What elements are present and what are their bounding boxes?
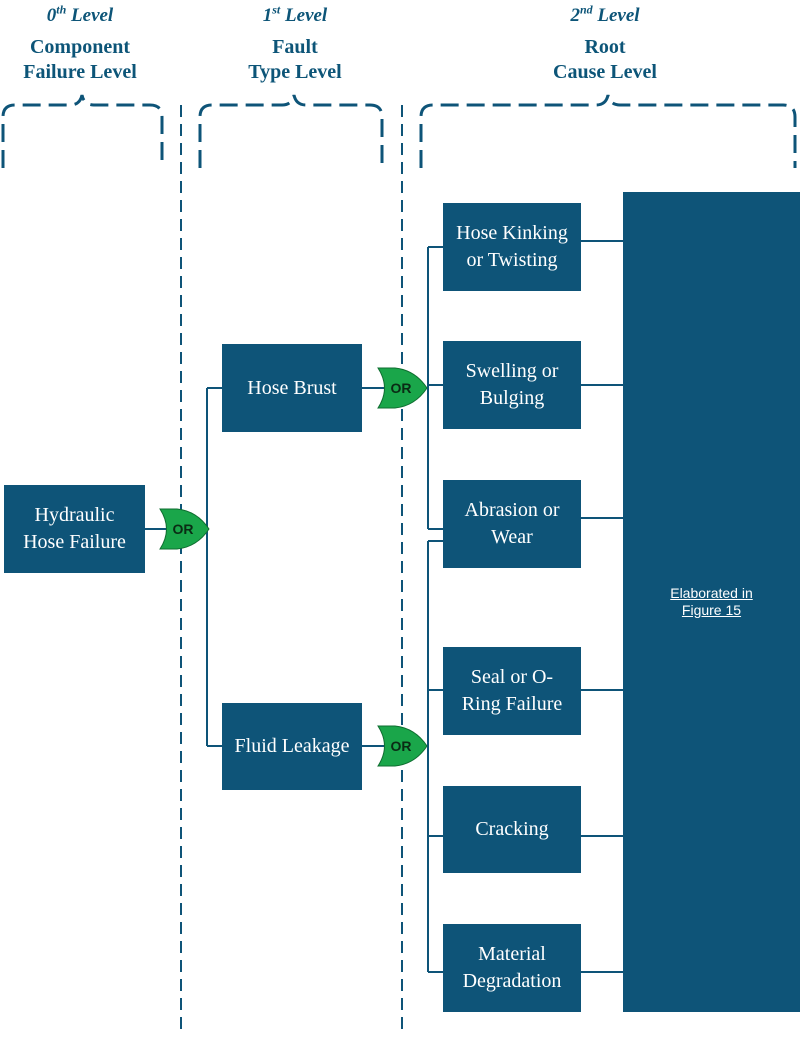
root-cause-box: Cracking <box>443 786 581 873</box>
root-cause-box: Material Degradation <box>443 924 581 1012</box>
level-braces <box>1 94 797 168</box>
root-cause-box: Abrasion or Wear <box>443 480 581 568</box>
header-level-1: 1st Level Fault Type Level <box>210 2 380 85</box>
brace-level-1 <box>198 94 384 168</box>
header-level-0: 0th Level Component Failure Level <box>0 2 160 85</box>
level-separators <box>180 105 403 1032</box>
top-event-box: Hydraulic Hose Failure <box>4 485 145 573</box>
elaboration-box: Elaborated in Figure 15 <box>623 192 800 1012</box>
or-gates: OR OR OR <box>159 367 428 767</box>
column-title: Root Cause Level <box>553 36 657 83</box>
elaboration-link[interactable]: Elaborated in Figure 15 <box>670 585 753 618</box>
or-gate-top: OR <box>159 508 210 550</box>
or-gate-shape <box>377 725 428 767</box>
column-title: Fault Type Level <box>248 36 342 83</box>
root-cause-box: Swelling or Bulging <box>443 341 581 429</box>
fault-type-box: Hose Brust <box>222 344 362 432</box>
or-gate-label: OR <box>173 521 194 537</box>
header-level-2: 2nd Level Root Cause Level <box>500 2 710 85</box>
fault-type-box: Fluid Leakage <box>222 703 362 790</box>
root-cause-box: Hose Kinking or Twisting <box>443 203 581 291</box>
connector-lines <box>145 240 623 973</box>
or-gate-shape <box>377 367 428 409</box>
root-cause-box: Seal or O- Ring Failure <box>443 647 581 735</box>
brace-level-2 <box>419 94 797 168</box>
level-label: 1st Level <box>262 2 328 26</box>
or-gate-shape <box>159 508 210 550</box>
or-gate-fluid-leakage: OR <box>377 725 428 767</box>
or-gate-label: OR <box>391 380 412 396</box>
brace-level-0 <box>1 94 164 168</box>
or-gate-hose-brust: OR <box>377 367 428 409</box>
or-gate-label: OR <box>391 738 412 754</box>
column-title: Component Failure Level <box>23 36 137 83</box>
level-label: 0th Level <box>46 2 114 26</box>
level-label: 2nd Level <box>570 2 640 26</box>
